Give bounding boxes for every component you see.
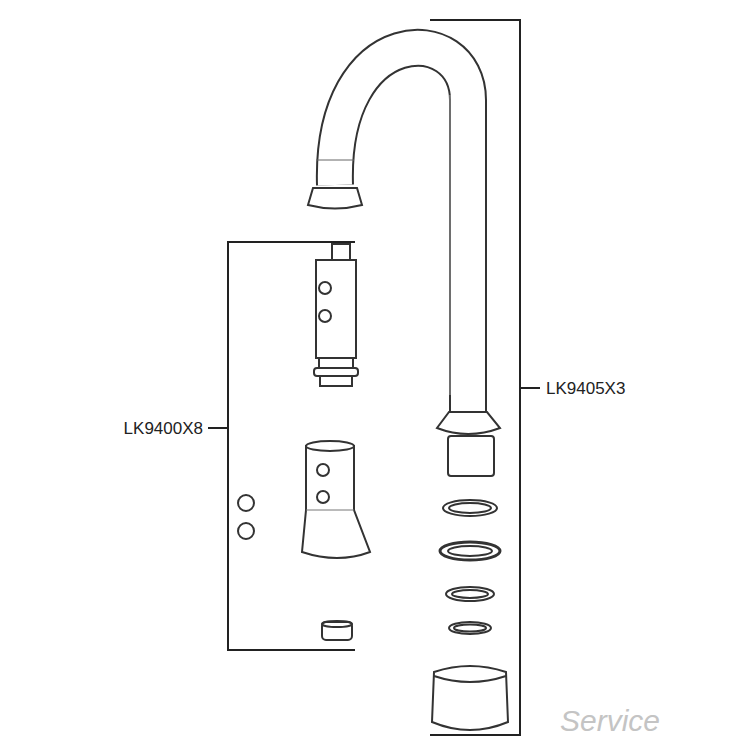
o-rings (432, 500, 508, 730)
cartridge (314, 244, 358, 386)
part-number: LK9405X3 (546, 380, 625, 397)
part-number: LK9400X8 (124, 420, 203, 437)
set-screws (238, 495, 254, 539)
watermark: Service (560, 706, 660, 736)
spout-body (302, 441, 370, 558)
spout (308, 48, 500, 476)
group-bracket (208, 20, 540, 735)
aerator (322, 621, 352, 640)
